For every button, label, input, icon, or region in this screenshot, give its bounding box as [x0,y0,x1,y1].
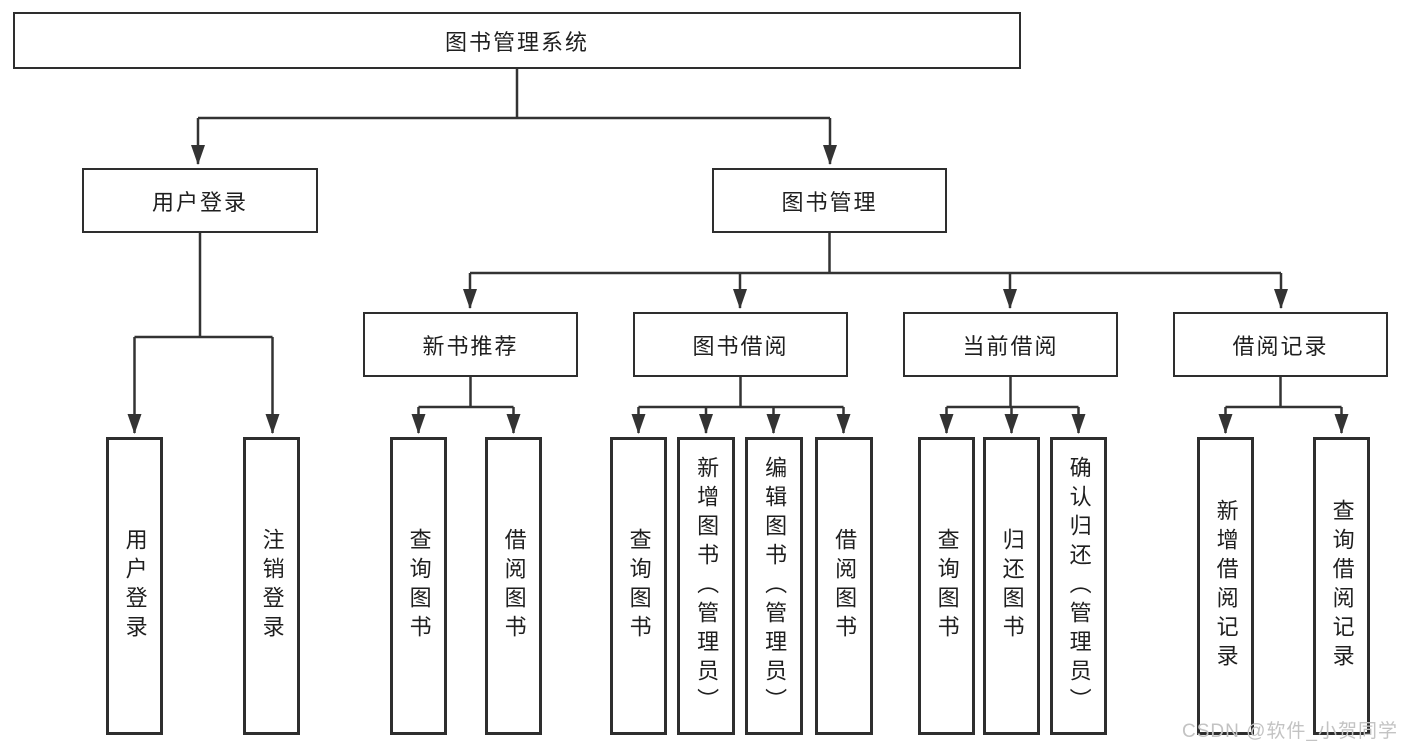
leaf-records-query-record: 查询借阅记录 [1313,437,1370,735]
leaf-user-login: 用户登录 [106,437,163,735]
leaf-recommend-query-books: 查询图书 [390,437,447,735]
node-library-management-system: 图书管理系统 [13,12,1021,69]
csdn-watermark: CSDN @软件_小贺同学 [1182,721,1398,742]
leaf-borrowing-query-books: 查询图书 [610,437,667,735]
node-borrowing-records: 借阅记录 [1173,312,1388,377]
leaf-borrowing-add-books-admin: 新增图书（管理员） [677,437,735,735]
leaf-current-confirm-return-admin: 确认归还（管理员） [1050,437,1107,735]
node-user-login: 用户登录 [82,168,318,233]
node-book-borrowing: 图书借阅 [633,312,848,377]
node-book-management: 图书管理 [712,168,947,233]
node-new-book-recommend: 新书推荐 [363,312,578,377]
leaf-current-return-books: 归还图书 [983,437,1040,735]
leaf-current-query-books: 查询图书 [918,437,975,735]
leaf-logout-login: 注销登录 [243,437,300,735]
leaf-borrowing-edit-books-admin: 编辑图书（管理员） [745,437,803,735]
node-current-borrowing: 当前借阅 [903,312,1118,377]
leaf-borrowing-borrow-books: 借阅图书 [815,437,873,735]
leaf-records-add-record: 新增借阅记录 [1197,437,1254,735]
leaf-recommend-borrow-books: 借阅图书 [485,437,542,735]
